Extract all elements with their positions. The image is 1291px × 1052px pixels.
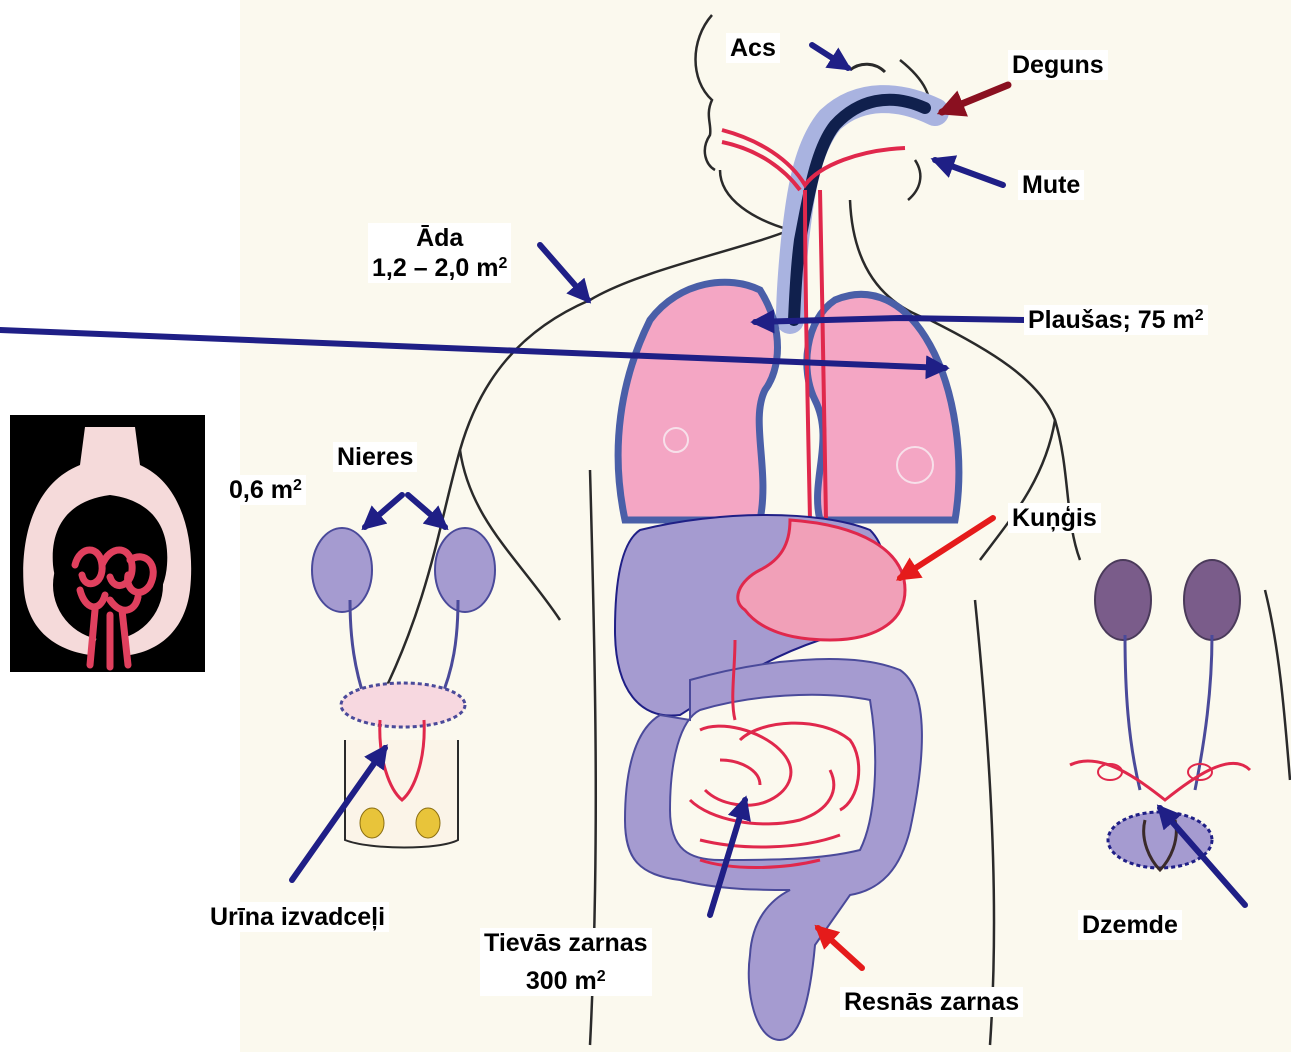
label-ada-area: 1,2 – 2,0 m [372, 254, 498, 282]
label-mute-text: Mute [1022, 171, 1080, 199]
label-nieres-area-text: 0,6 m [229, 476, 293, 504]
label-kungis: Kuņģis [1008, 503, 1101, 533]
right-kidney [435, 528, 495, 612]
label-urina-text: Urīna izvadceļi [210, 903, 385, 931]
label-dzemde: Dzemde [1078, 910, 1182, 940]
label-urina: Urīna izvadceļi [206, 902, 389, 932]
label-resnas: Resnās zarnas [840, 987, 1023, 1017]
label-tievas-area: 300 m [526, 967, 597, 995]
kidney-female-left [1095, 560, 1151, 640]
label-plausas-exp: 2 [1195, 307, 1204, 324]
label-kungis-text: Kuņģis [1012, 504, 1097, 532]
label-nieres-exp: 2 [293, 477, 302, 494]
label-plausas: Plaušas; 75 m2 [1024, 305, 1208, 335]
label-deguns: Deguns [1008, 50, 1108, 80]
label-acs: Acs [726, 33, 780, 63]
label-nieres: Nieres [333, 442, 417, 472]
label-tievas-area-line: 300 m2 [484, 966, 648, 996]
label-ada: Āda 1,2 – 2,0 m2 [368, 223, 511, 283]
label-acs-text: Acs [730, 34, 776, 62]
label-ada-name: Āda [372, 223, 507, 253]
kidney-glomerulus-icon [10, 415, 205, 672]
label-tievas-exp: 2 [597, 968, 606, 985]
label-resnas-text: Resnās zarnas [844, 988, 1019, 1016]
bladder [341, 683, 465, 727]
uterus-bladder [1108, 812, 1212, 868]
label-plausas-text: Plaušas; 75 m [1028, 306, 1195, 334]
label-dzemde-text: Dzemde [1082, 911, 1178, 939]
label-mute: Mute [1018, 170, 1084, 200]
label-deguns-text: Deguns [1012, 51, 1104, 79]
glomerulus-inset [10, 415, 205, 672]
label-tievas-name: Tievās zarnas [484, 928, 648, 958]
label-nieres-text: Nieres [337, 443, 413, 471]
kidney-female-right [1184, 560, 1240, 640]
label-nieres-area: 0,6 m2 [225, 475, 306, 505]
label-ada-area-line: 1,2 – 2,0 m2 [372, 253, 507, 283]
left-kidney [312, 528, 372, 612]
label-ada-exp: 2 [498, 255, 507, 272]
label-tievas: Tievās zarnas 300 m2 [480, 928, 652, 996]
